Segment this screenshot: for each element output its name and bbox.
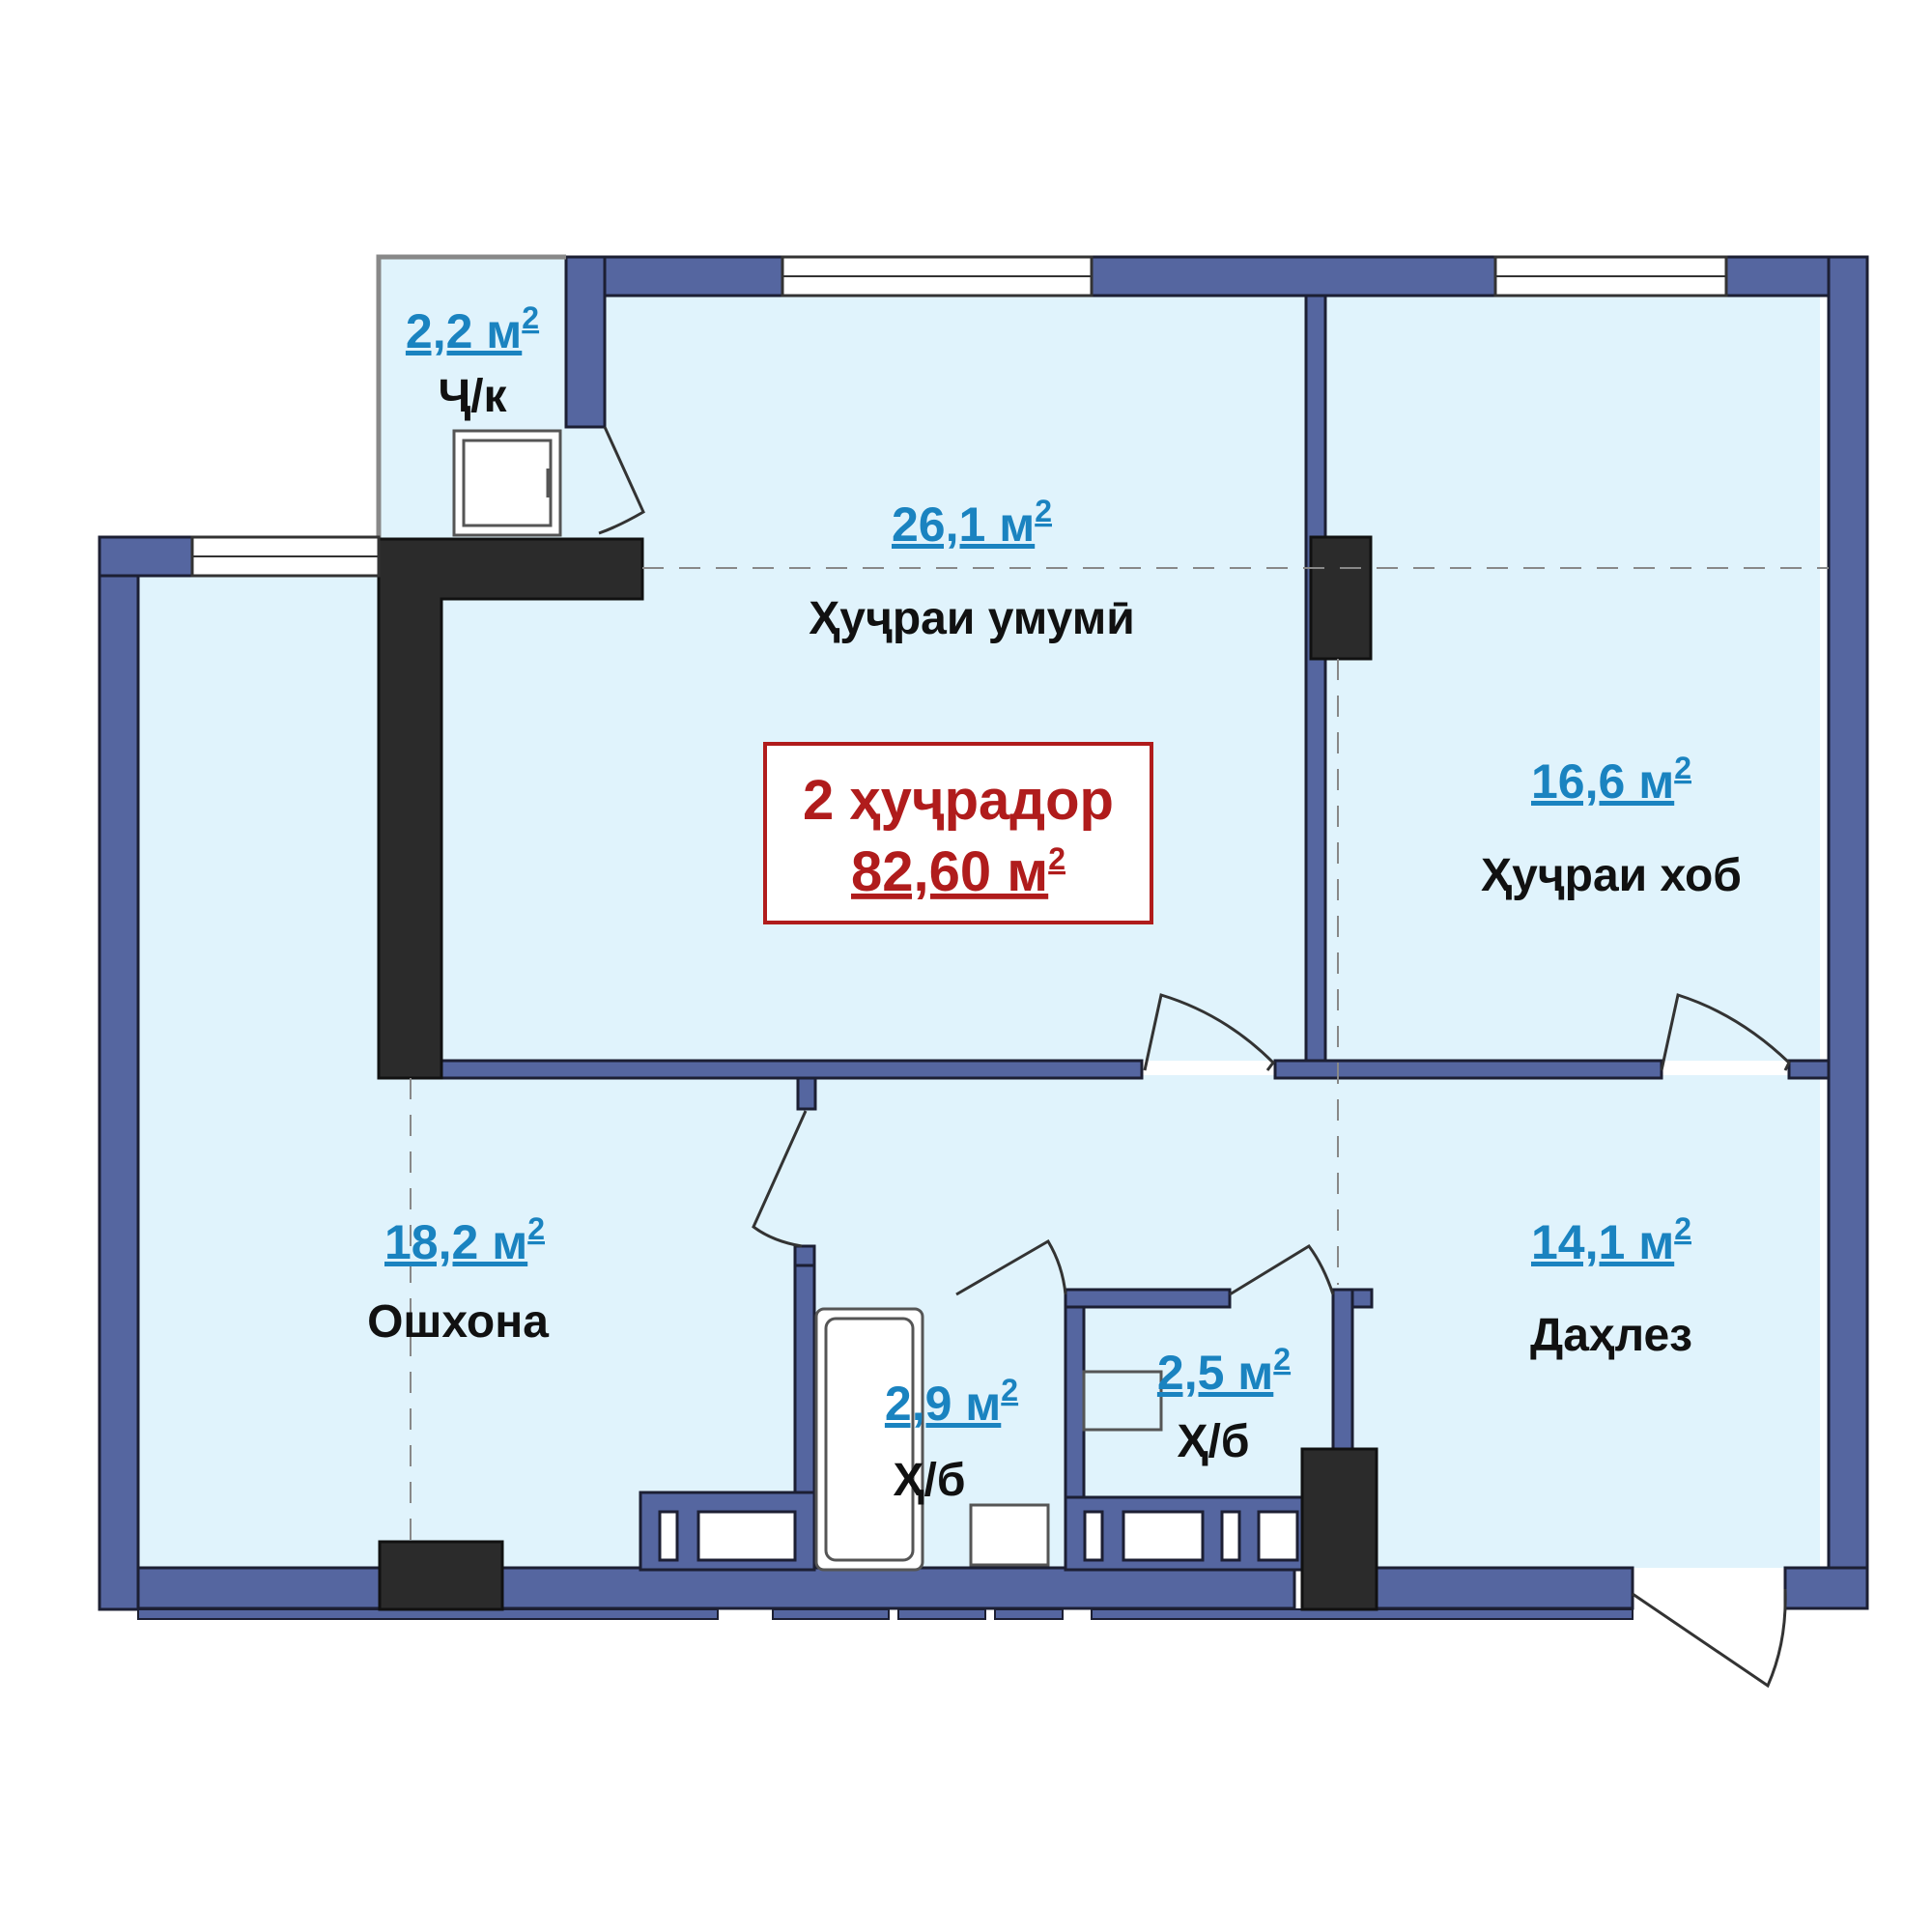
shaft [1083, 1510, 1104, 1562]
column-living-bedroom [1309, 535, 1373, 661]
wall-bath1-top [793, 1244, 816, 1267]
balcony-name: Ҷ/к [438, 371, 507, 422]
bath1-name: Ҳ/б [894, 1455, 966, 1506]
facade-strips [137, 1608, 1634, 1620]
summary-rooms: 2 ҳуҷрадор [803, 769, 1114, 832]
wall-top-mid [1090, 255, 1497, 298]
wall-kitchen-top [98, 535, 194, 578]
wall-bath2-top [1064, 1288, 1232, 1309]
door-bath1 [955, 1238, 1067, 1296]
kitchen-area: 18,2 м2 [384, 1211, 545, 1269]
shaft [1220, 1510, 1241, 1562]
columns [377, 535, 1378, 1611]
washbasin [969, 1503, 1050, 1567]
bath2-name: Ҳ/б [1178, 1416, 1250, 1467]
hall-area: 14,1 м2 [1531, 1211, 1691, 1269]
bedroom-area: 16,6 м2 [1531, 751, 1691, 809]
wall-bottom-mid [500, 1566, 1296, 1610]
balcony-outline [376, 254, 566, 539]
wall-bath2-left [1064, 1288, 1086, 1514]
bedroom-floor [1325, 295, 1820, 1061]
bathtub [814, 1307, 924, 1572]
fixtures [452, 429, 1163, 1572]
bedroom-name: Ҳуҷраи хоб [1481, 850, 1742, 901]
door-bath2 [1229, 1244, 1335, 1296]
column-hall [1300, 1447, 1378, 1611]
zone-lines [410, 567, 1829, 1546]
hall-name: Даҳлез [1530, 1310, 1692, 1361]
wall-living-bottom [438, 1059, 1144, 1080]
living-area: 26,1 м2 [892, 494, 1052, 552]
hall-floor [1343, 1075, 1820, 1568]
door-bedroom [1660, 993, 1791, 1071]
wall-right [1827, 255, 1869, 1610]
shaft [1257, 1510, 1299, 1562]
air-conditioner-unit [452, 429, 562, 537]
column-l-shape [377, 537, 644, 1080]
facade-strip [897, 1608, 986, 1620]
windows [190, 255, 1728, 578]
column-kitchen-bottom [378, 1540, 504, 1611]
shafts [658, 1510, 1299, 1562]
bathtub-inner [824, 1317, 915, 1562]
wall-balcony-right [564, 255, 607, 429]
wall-corridor-stub [796, 1076, 817, 1111]
living-name: Ҳуҷраи умумӣ [809, 593, 1134, 644]
bath2-area: 2,5 м2 [1157, 1342, 1291, 1400]
shaft [1122, 1510, 1205, 1562]
door-balcony [598, 426, 645, 535]
shaft [658, 1510, 679, 1562]
summary-box [763, 742, 1153, 924]
door-kitchen [752, 1110, 808, 1248]
wall-bedroom-bottom-left [1273, 1059, 1663, 1080]
bath2-fixture [1082, 1370, 1163, 1432]
kitchen-name: Ошхона [367, 1296, 549, 1348]
wall-living-bedroom [1304, 294, 1327, 1063]
balcony-area: 2,2 м2 [406, 300, 539, 358]
floor-areas [136, 257, 1820, 1568]
door-living [1143, 993, 1275, 1071]
wall-bottom-far-right [1783, 1566, 1869, 1610]
doors [598, 426, 1791, 1689]
wall-left [98, 535, 140, 1611]
bath1-area: 2,9 м2 [885, 1373, 1018, 1431]
wall-bottom-right [1375, 1566, 1634, 1610]
shaft [696, 1510, 797, 1562]
facade-strip [772, 1608, 890, 1620]
facade-strip [994, 1608, 1064, 1620]
door-entrance [1632, 1588, 1787, 1689]
summary-total-area: 82,60 м2 [851, 840, 1065, 903]
wall-bedroom-bottom-right [1787, 1059, 1831, 1080]
wall-kitchen-bottom [136, 1566, 382, 1610]
